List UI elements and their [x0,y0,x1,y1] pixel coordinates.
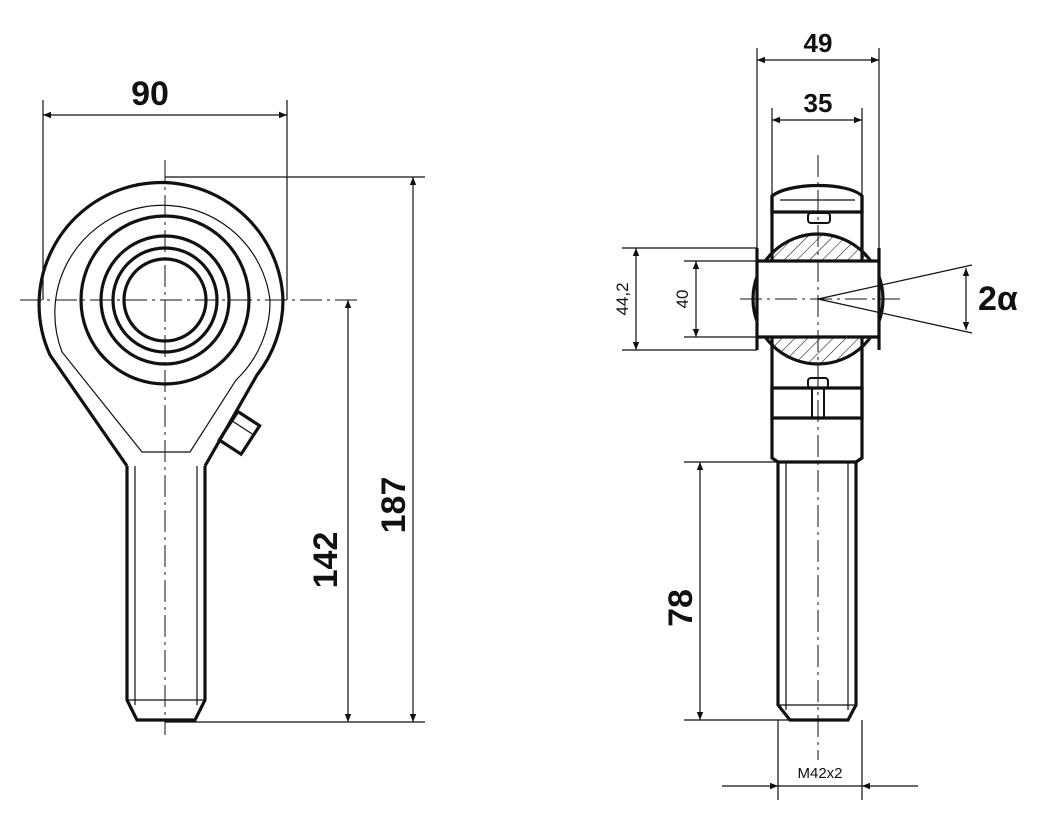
rod-end-head-outline [37,181,285,467]
dim-142-label: 142 [307,532,345,589]
housing-upper-section [770,183,864,214]
shank [125,466,207,722]
dim-35-label: 35 [804,88,833,118]
side-shank [776,460,858,722]
dim-49-label: 49 [804,28,833,58]
angle-label: 2α [978,280,1018,318]
housing-inner-contour [54,204,271,453]
dim-90-label: 90 [131,75,169,113]
angle-ray-upper [817,264,973,300]
dim-78-label: 78 [662,589,700,627]
front-view: 90 187 142 [20,75,425,735]
angle-ray-lower [817,298,973,334]
housing-lower-section [770,386,864,420]
dim-44-2-label: 44,2 [613,282,632,315]
grease-nipple [217,409,262,457]
dim-187-label: 187 [375,477,413,534]
thread-label: M42x2 [797,765,842,782]
dim-40-label: 40 [673,290,692,309]
side-view: 49 35 44,2 40 2α 78 M42x2 [613,28,1018,800]
